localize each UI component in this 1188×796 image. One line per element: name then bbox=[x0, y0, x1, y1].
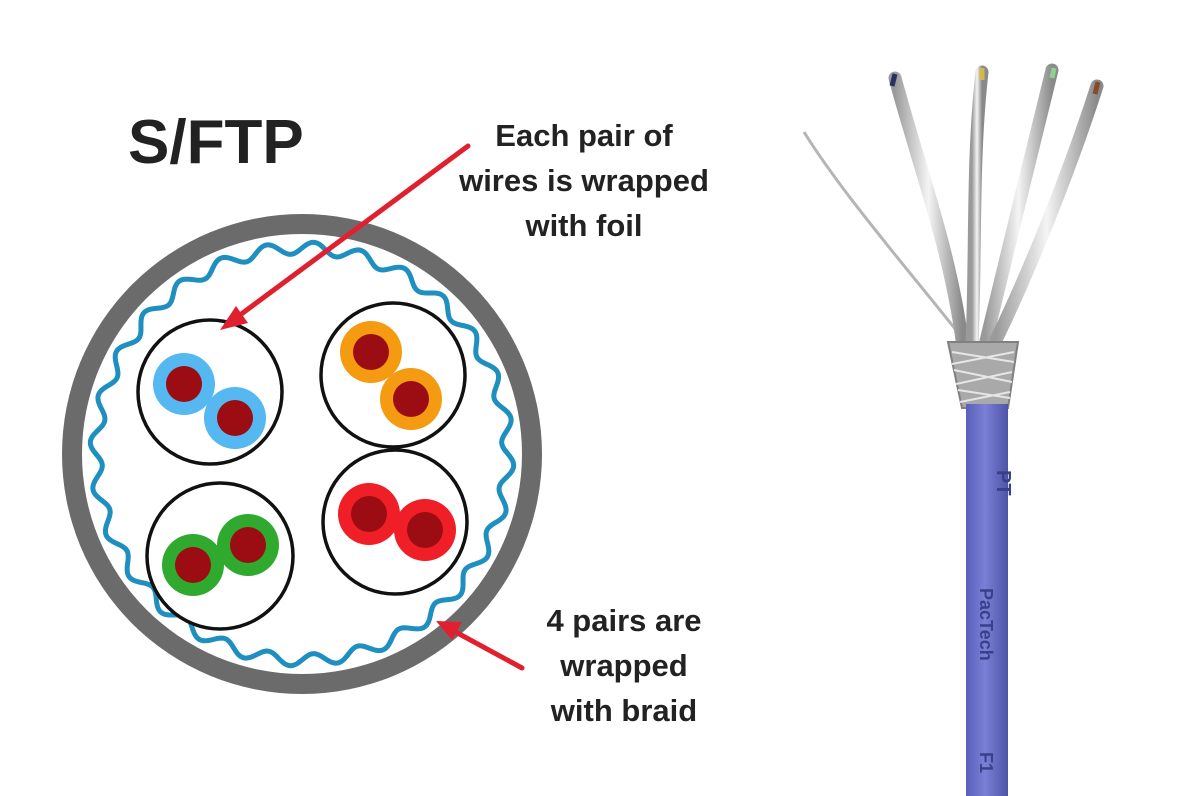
pair-green bbox=[145, 481, 295, 631]
copper-core bbox=[175, 547, 211, 583]
jacket-print-f1: F1 bbox=[976, 752, 996, 773]
foiled-pair-3 bbox=[978, 63, 1059, 352]
copper-core bbox=[353, 334, 389, 370]
foil-callout-line-3: with foil bbox=[524, 208, 642, 243]
foil-arrow bbox=[220, 143, 471, 330]
copper-core bbox=[407, 512, 443, 548]
foil-callout-line-1: Each pair of bbox=[495, 118, 673, 153]
braid-callout-line-3: with braid bbox=[550, 693, 697, 728]
braid-arrow bbox=[436, 621, 525, 671]
pair-red bbox=[321, 448, 469, 596]
wire-tip-green bbox=[1049, 67, 1057, 79]
pair-orange bbox=[319, 301, 467, 449]
foil-callout: Each pair of wires is wrapped with foil bbox=[458, 118, 709, 243]
braid-callout: 4 pairs are wrapped with braid bbox=[546, 603, 701, 728]
copper-core bbox=[166, 366, 202, 402]
diagram-title: S/FTP bbox=[128, 108, 304, 177]
jacket-print-pt: PT bbox=[992, 470, 1014, 496]
copper-core bbox=[351, 496, 387, 532]
foiled-pair-4 bbox=[989, 79, 1104, 347]
cable-photo: PT PacTech F1 bbox=[802, 63, 1104, 796]
braid-arrow-head bbox=[436, 621, 462, 640]
braid-shield bbox=[87, 239, 517, 669]
wire-tip-brown bbox=[1092, 81, 1101, 95]
wire-tip-blue bbox=[889, 73, 898, 87]
copper-core bbox=[393, 381, 429, 417]
braid-callout-line-2: wrapped bbox=[559, 648, 687, 683]
outer-jacket-inner bbox=[82, 234, 522, 674]
foiled-pair-2 bbox=[965, 65, 989, 352]
jacket-print-pactech: PacTech bbox=[976, 588, 996, 661]
drain-wire bbox=[802, 131, 958, 331]
foil-callout-line-2: wires is wrapped bbox=[458, 163, 709, 198]
copper-core bbox=[217, 400, 253, 436]
foil-arrow-head bbox=[220, 306, 248, 330]
foiled-pair-1 bbox=[888, 71, 969, 347]
copper-core bbox=[230, 527, 266, 563]
pair-blue bbox=[136, 318, 284, 466]
braid-texture bbox=[951, 351, 1015, 403]
braid-callout-line-1: 4 pairs are bbox=[546, 603, 701, 638]
cable-jacket bbox=[966, 404, 1008, 796]
